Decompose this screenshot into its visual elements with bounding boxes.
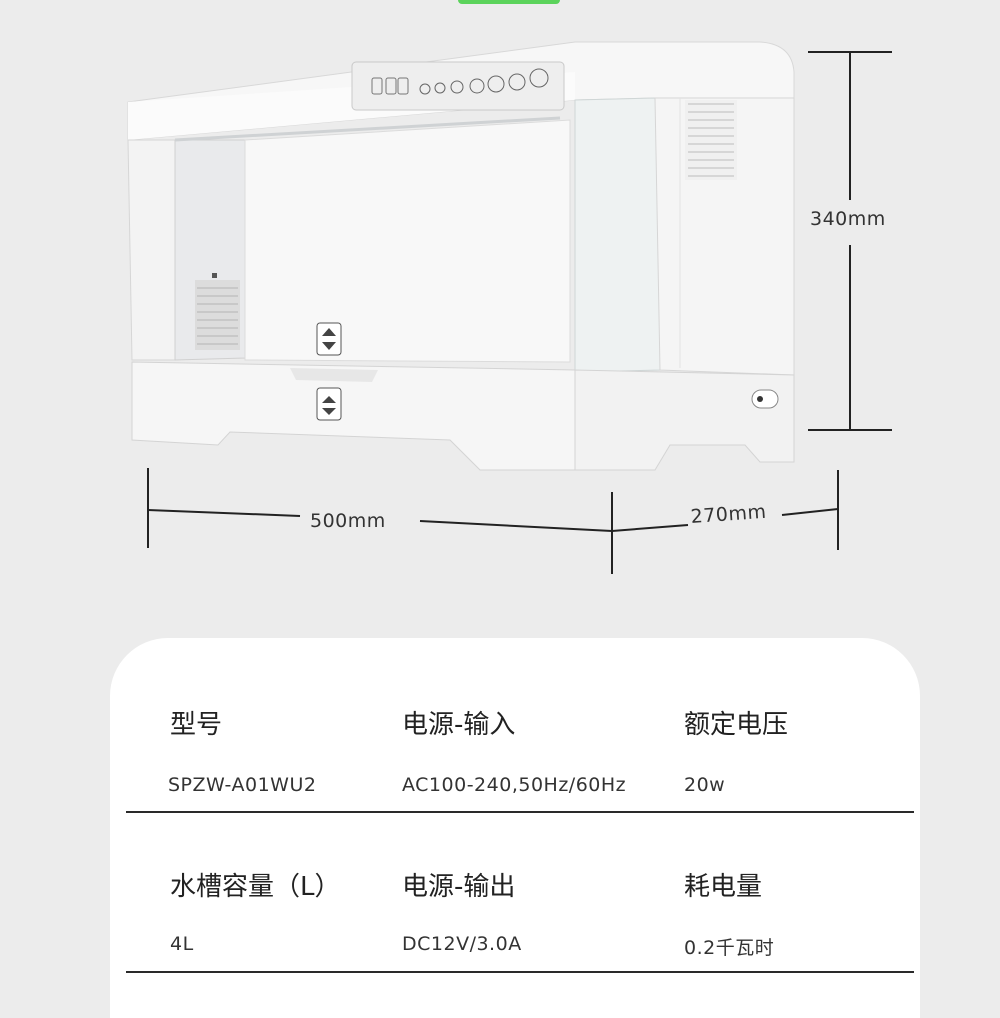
spec-model-value: SPZW-A01WU2: [168, 774, 317, 796]
spec-divider: [126, 971, 914, 973]
spec-rated-voltage-label: 额定电压: [684, 710, 789, 740]
spec-rated-voltage-value: 20w: [684, 774, 726, 796]
spec-card: [110, 638, 920, 1018]
spec-power-output-value: DC12V/3.0A: [402, 933, 522, 955]
spec-power-consumption-label: 耗电量: [684, 872, 763, 902]
spec-power-consumption-value: 0.2千瓦时: [684, 937, 775, 959]
spec-tank-capacity-label: 水槽容量（L）: [170, 872, 341, 902]
spec-power-input-label: 电源-输入: [402, 710, 516, 740]
spec-model-label: 型号: [170, 710, 223, 740]
product-illustration: 340mm 500mm 270mm: [127, 41, 892, 574]
top-accent-tab: [458, 0, 560, 4]
power-switch-icon: [751, 389, 779, 409]
dimension-lines: [147, 51, 892, 574]
height-dimension: 340mm: [810, 208, 886, 230]
spec-tank-capacity-value: 4L: [170, 933, 194, 955]
water-level-icon: [316, 322, 342, 421]
spec-power-input-value: AC100-240,50Hz/60Hz: [402, 774, 627, 796]
spec-divider: [126, 811, 914, 813]
width-dimension: 500mm: [310, 510, 386, 532]
control-panel-icon: [351, 61, 565, 111]
product-image-icon: [127, 41, 892, 574]
spec-power-output-label: 电源-输出: [402, 872, 516, 902]
